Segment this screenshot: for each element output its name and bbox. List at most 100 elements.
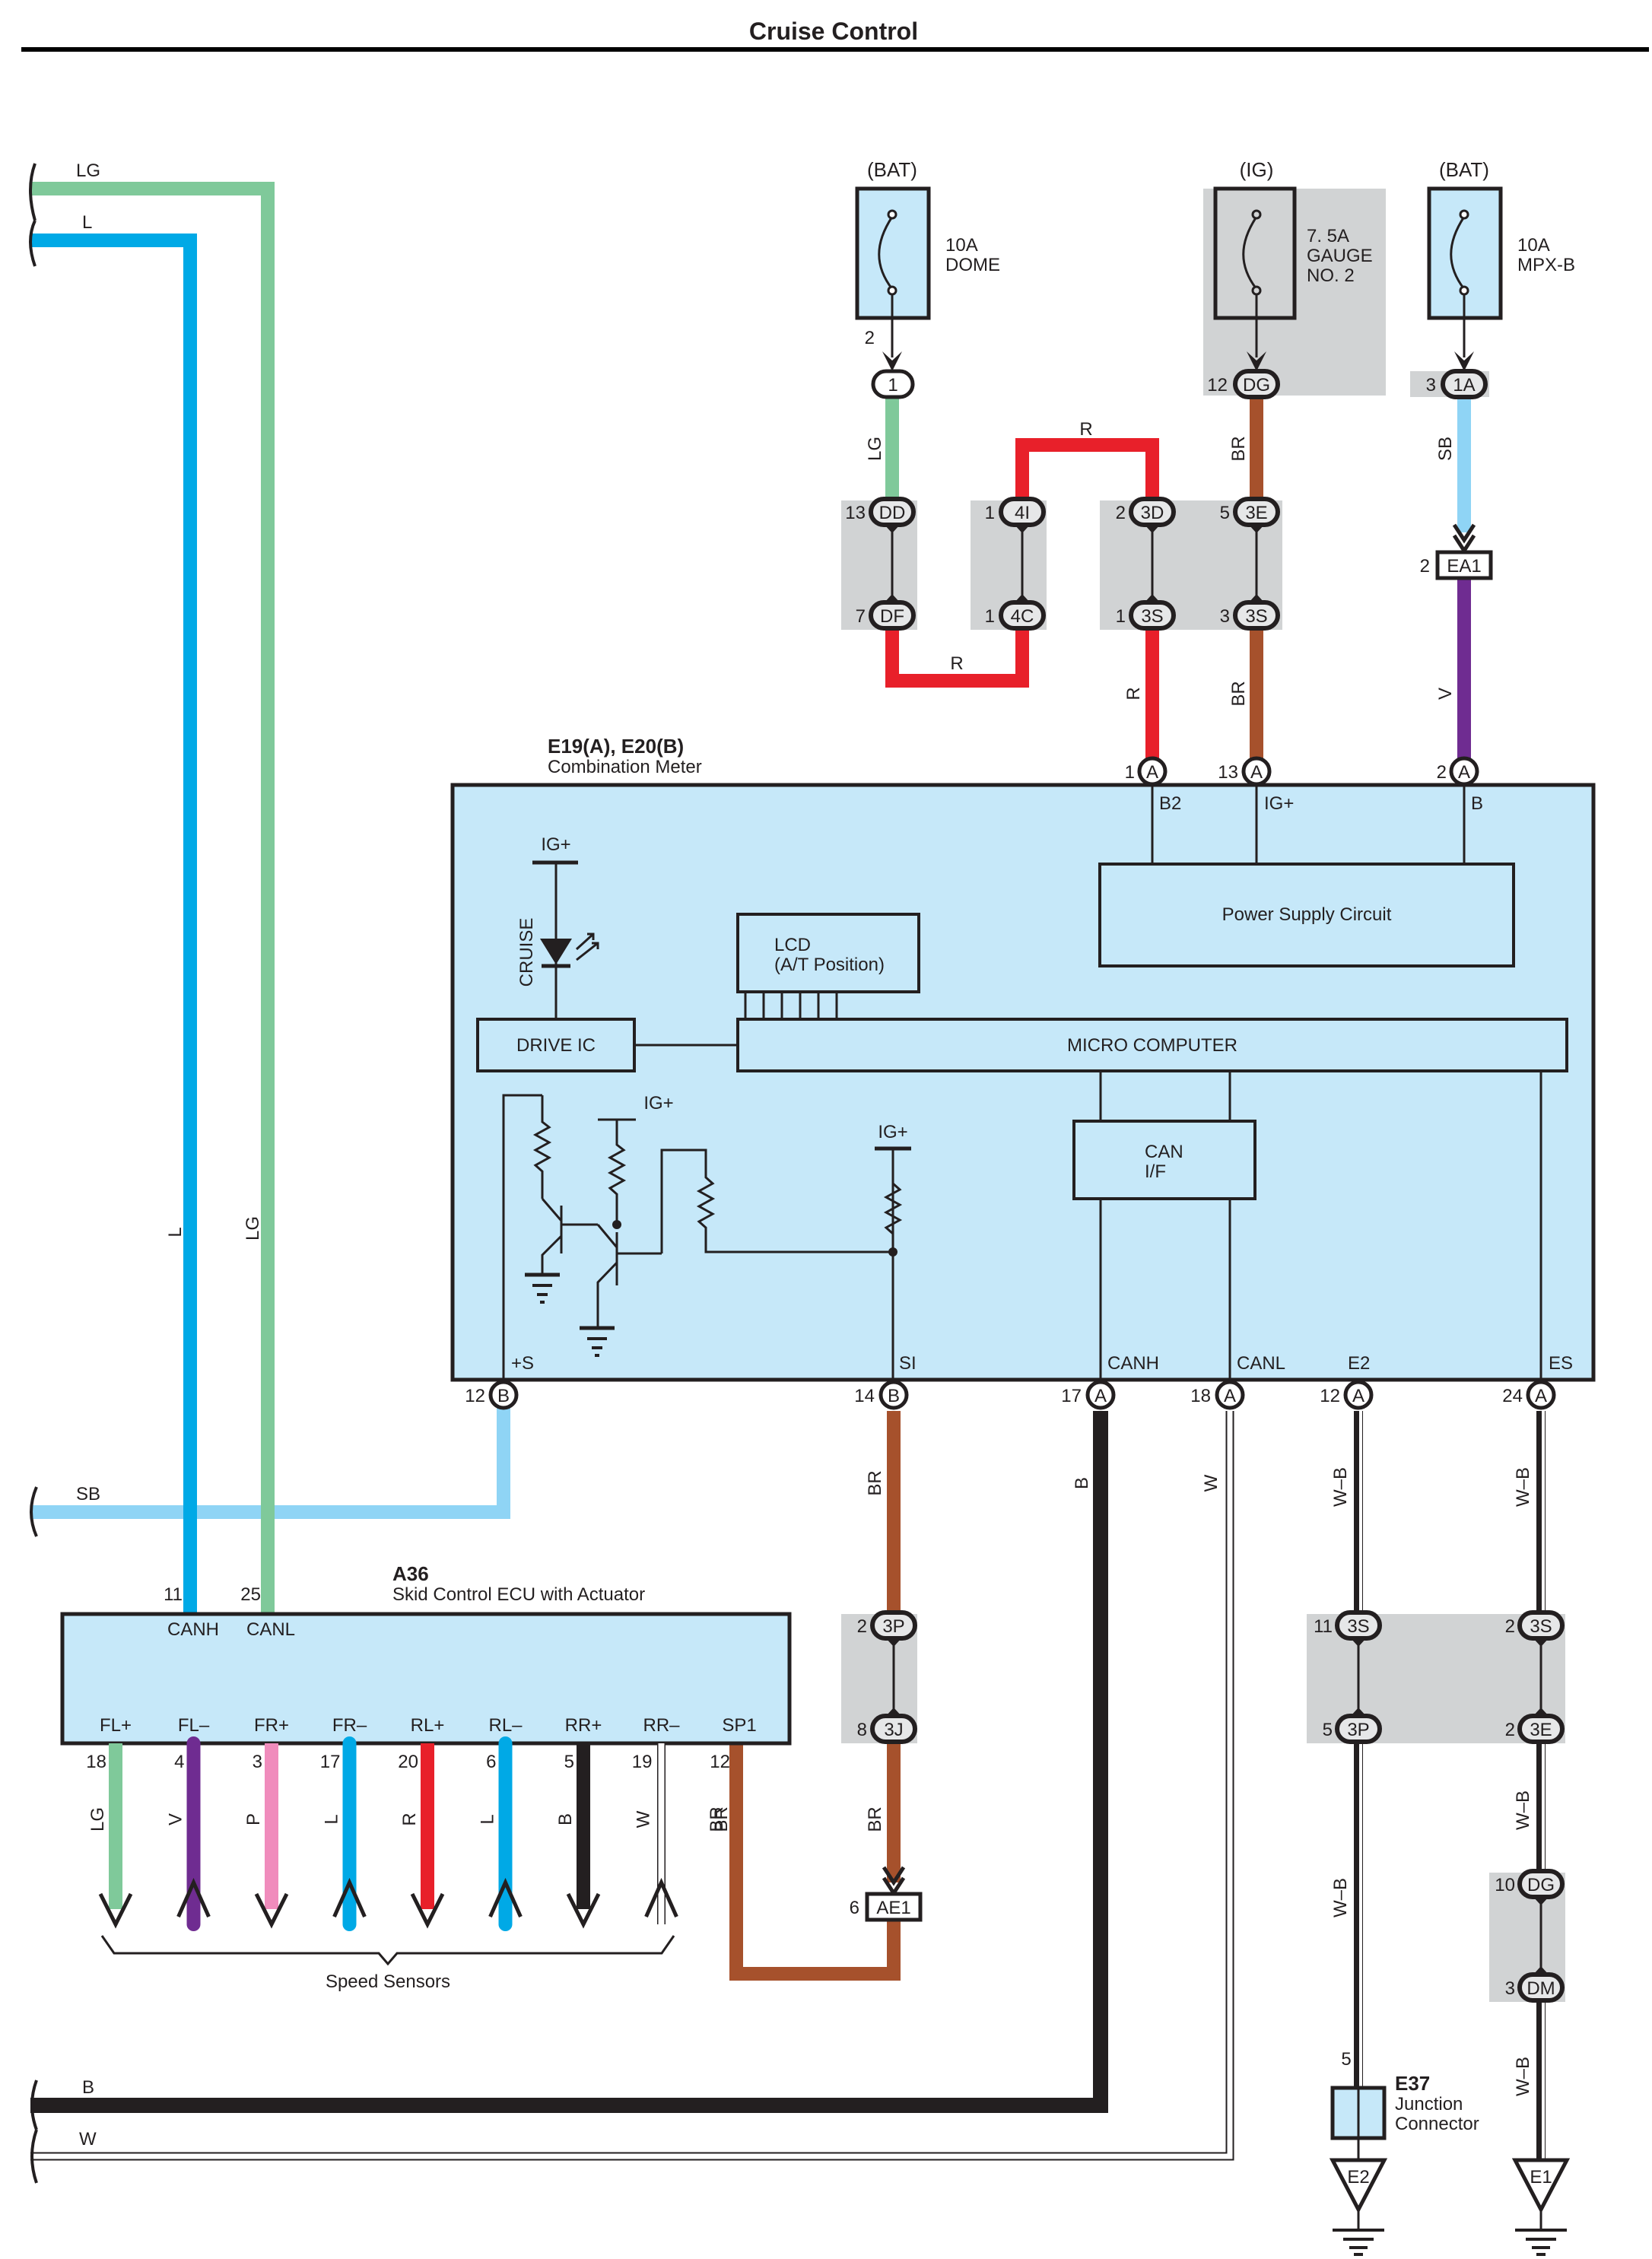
pin-number: 3 (1220, 606, 1230, 627)
wire-color-label: L (478, 1814, 498, 1824)
break-mark-icon (29, 220, 37, 267)
ecu-pin-frplus: FR+3P (243, 1715, 289, 1929)
connector-label: 3E (1530, 1720, 1552, 1740)
pin-number: 2 (1420, 556, 1430, 577)
lcd-sublabel: (A/T Position) (774, 955, 885, 975)
fuse-icon (1450, 216, 1466, 290)
terminal-label: E2 (1348, 1353, 1370, 1374)
skid-control-ecu (60, 1612, 792, 1746)
pin-number: 20 (398, 1752, 418, 1772)
connector-label: 3S (1530, 1616, 1552, 1637)
terminal-label: FL– (178, 1715, 210, 1736)
connector-label: EA1 (1447, 556, 1481, 577)
connector-label: DG (1243, 375, 1270, 396)
pin-number: 5 (1323, 1720, 1333, 1740)
meter-name: Combination Meter (548, 757, 702, 777)
terminal-label: FL+ (100, 1715, 132, 1736)
break-mark-icon (30, 2079, 38, 2130)
wire-r-top-bridge (1015, 438, 1159, 498)
arrow-down-icon (566, 1892, 601, 1929)
ig-plus-label: IG+ (541, 834, 570, 855)
pin-number: 10 (1495, 1875, 1515, 1895)
arrow-down-icon (254, 1892, 289, 1929)
fuse-icon (1242, 216, 1258, 290)
terminal-label: CANL (246, 1619, 295, 1640)
pin-number: 5 (564, 1752, 574, 1772)
fuse-icon (878, 216, 894, 290)
power-supply-label: Power Supply Circuit (1222, 904, 1392, 925)
wire-label-br-sp1: BR (707, 1806, 727, 1832)
power-supply-circuit (1098, 863, 1515, 967)
wire-label-w-canl: W (1201, 1474, 1222, 1492)
cruise-indicator: IG+ CRUISE (516, 834, 599, 1019)
wire-label-b-canh: B (1072, 1477, 1092, 1489)
connector-label: DG (1527, 1875, 1555, 1895)
ecu-pin-frminus: FR–17L (320, 1715, 367, 1931)
ground-e2: E2 (1329, 2158, 1388, 2256)
terminal-label: ES (1549, 1353, 1573, 1374)
wire-w-canl (30, 1411, 1234, 2161)
pin-number: 4 (174, 1752, 184, 1772)
wire-label-br-si: BR (865, 1470, 885, 1495)
pin-number: 1 (985, 503, 995, 523)
wire-label-b: B (82, 2077, 94, 2098)
ground-label: E1 (1530, 2167, 1552, 2188)
wire-color-label: L (322, 1814, 342, 1824)
fuse-source: (IG) (1240, 158, 1274, 181)
fuse-box (1213, 186, 1297, 320)
wire-label-br-gauge: BR (1228, 436, 1249, 461)
cruise-label: CRUISE (516, 918, 537, 987)
pin-number: 3 (1505, 1978, 1515, 1999)
wire-label-sb: SB (76, 1484, 100, 1504)
micro-computer-label: MICRO COMPUTER (1067, 1035, 1237, 1056)
pin-number: 11 (164, 1584, 183, 1605)
speed-signal-circuit (502, 1094, 911, 1400)
connector-label: 3D (1141, 503, 1164, 523)
fuse-source: (BAT) (867, 158, 917, 181)
connector-label: A (1224, 1386, 1236, 1406)
connector-label: 3S (1141, 606, 1163, 627)
connector-label: A (1535, 1386, 1547, 1406)
ground-label: E2 (1347, 2167, 1369, 2188)
connector-ae1: AE1 6 (850, 1866, 923, 1922)
can-if (1072, 1120, 1256, 1200)
node-dot (612, 1220, 621, 1229)
pin-number: 17 (320, 1752, 341, 1772)
connector-label: A (1352, 1386, 1364, 1406)
e37-label: Junction (1395, 2094, 1463, 2114)
led-icon (540, 939, 572, 964)
fuse-dome: (BAT) 10A DOME 2 1 (855, 158, 1000, 399)
meter-bottom-pins: B B A A A A 12 14 17 18 12 24 +S SI CANH… (465, 1353, 1573, 1410)
wire-label-lg-vert: LG (243, 1216, 263, 1241)
ground-icon (1329, 2158, 1388, 2214)
ecu-speed-sensor-pins: FL+18LGFL–4VFR+3PFR–17LRL+20RRL–6LRR+5BR… (86, 1715, 757, 1931)
connector-label: B (497, 1386, 510, 1406)
wire-label-sb-mpx: SB (1435, 437, 1456, 461)
pin-number: 5 (1220, 503, 1230, 523)
page-title: Cruise Control (749, 17, 918, 45)
junction-4i-4c: 4I 4C 1 1 (985, 497, 1046, 631)
terminal-label: FR+ (254, 1715, 289, 1736)
connector-label: 3J (884, 1720, 903, 1740)
wire-color-label: BR (711, 1806, 732, 1832)
wire-label-wb-e2-low: W–B (1330, 1878, 1351, 1917)
pin-number: 13 (845, 503, 866, 523)
arrow-up-icon (644, 1877, 678, 1918)
wire-color-label: W (634, 1810, 654, 1828)
pin-number: 1 (1125, 762, 1135, 783)
wire-label-lg-dome: LG (865, 437, 885, 461)
harness-breaks (29, 163, 38, 2184)
pin-number: 5 (1341, 2049, 1351, 2070)
wire-color-label: B (555, 1813, 576, 1825)
pin-number: 8 (857, 1720, 867, 1740)
ecu-id: A36 (392, 1562, 429, 1585)
connector-label: 4C (1011, 606, 1034, 627)
wire-label-wb-es-mid: W–B (1513, 1790, 1533, 1830)
wire-label-r-top: R (1079, 419, 1092, 440)
connector-label: DD (879, 503, 906, 523)
junction-3d-3s: 3D 3S 2 1 (1116, 497, 1176, 631)
terminal-label: SI (899, 1353, 917, 1374)
fuse-name-2: NO. 2 (1307, 265, 1355, 286)
micro-computer (736, 1018, 1568, 1072)
